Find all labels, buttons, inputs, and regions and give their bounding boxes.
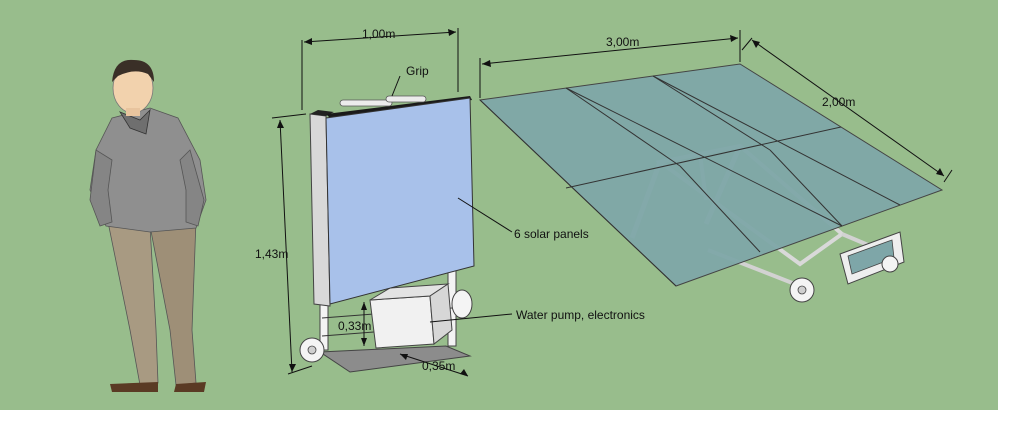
solar-panels-label: 6 solar panels — [514, 227, 589, 241]
array-dimensions: 3,00m 2,00m — [479, 30, 953, 183]
person-figure — [89, 59, 207, 392]
grip-handle — [339, 99, 393, 107]
array-wheel-right — [881, 255, 899, 273]
pump-depth-label: 0,35m — [422, 359, 455, 373]
grip-label: Grip — [406, 64, 429, 78]
cart-height-label: 1,43m — [255, 247, 288, 261]
pump-box — [369, 295, 435, 349]
solar-cart — [299, 95, 475, 373]
cart-wheel-right — [451, 289, 473, 319]
array-length-label: 3,00m — [606, 35, 639, 49]
array-width-label: 2,00m — [822, 95, 855, 109]
pump-label: Water pump, electronics — [516, 308, 645, 322]
solar-panel-front — [325, 97, 475, 305]
cart-dimensions: 1,00m Grip 1,43m 6 solar panels 0,33m Wa… — [255, 27, 645, 377]
pump-height-label: 0,33m — [338, 319, 371, 333]
cart-width-label: 1,00m — [362, 27, 395, 41]
solar-array — [478, 63, 944, 303]
